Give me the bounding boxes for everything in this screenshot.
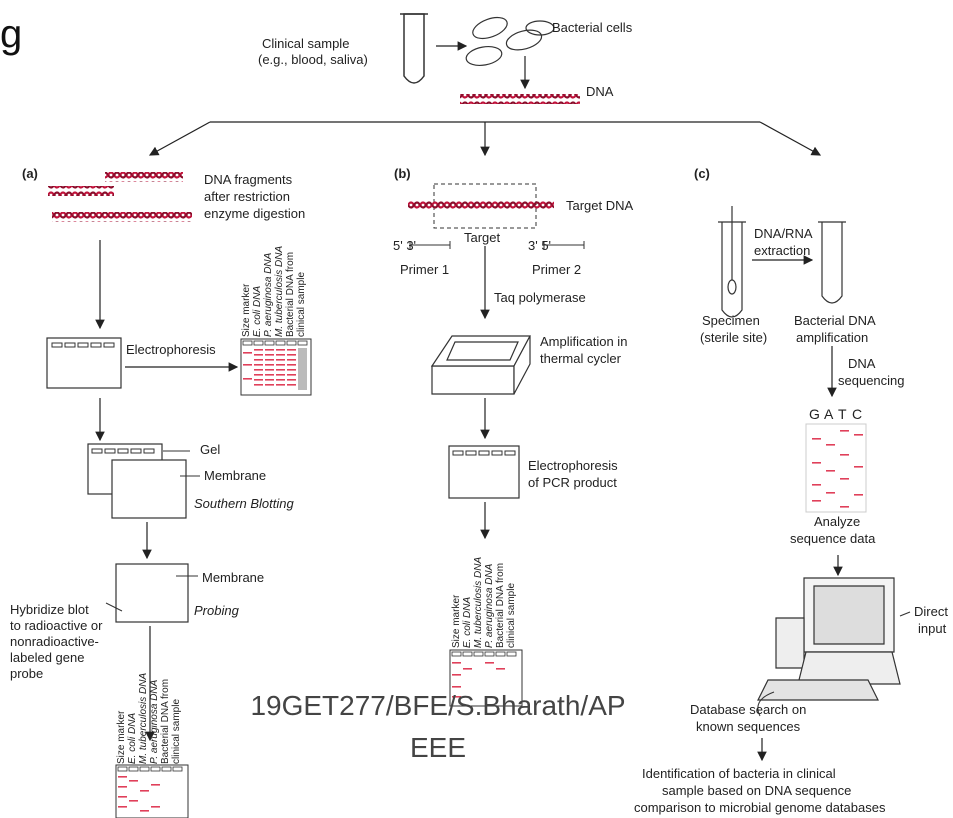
identification-line-2: sample based on DNA sequence [662,783,852,798]
lane-label: E. coli DNA [252,285,263,337]
electrophoresis-label: Electrophoresis [126,342,216,357]
southern-blotting-label: Southern Blotting [194,496,294,511]
base-t: T [838,406,847,422]
lane-label: M. tuberculosis DNA [274,245,285,337]
pcr-electrophoresis-line-2: of PCR product [528,475,617,490]
lane-label: clinical sample [506,582,517,648]
base-a: A [824,406,834,422]
extraction-line-1: DNA/RNA [754,226,813,241]
specimen-tube-icon [718,206,746,318]
lane-label: M. tuberculosis DNA [138,672,149,764]
gel-result-bottom [115,764,189,818]
identification-line-1: Identification of bacteria in clinical [642,766,836,781]
membrane-label: Membrane [204,468,267,483]
computer-icon [757,577,911,701]
primer1-ends: 5' 3' [393,238,417,253]
sequencing-gel [805,423,867,513]
lane-label: Size marker [241,283,252,337]
pcr-gel-result [449,649,523,707]
lane-label: Bacterial DNA from [160,678,171,764]
membrane2-label: Membrane [202,570,265,585]
specimen-line-2: (sterile site) [700,330,768,345]
sequencing-line-1: DNA [848,356,876,371]
hybridize-line-2: to radioactive or [10,618,103,633]
pcr-electrophoresis-line-1: Electrophoresis [528,458,618,473]
panel-b-label: (b) [394,166,411,181]
hybridize-line-3: nonradioactive- [10,634,99,649]
taq-label: Taq polymerase [494,290,586,305]
dna-label: DNA [586,84,614,99]
target-dna-label: Target DNA [566,198,634,213]
database-line-2: known sequences [696,719,801,734]
dna-helix-icon [460,94,580,104]
fragments-line-3: enzyme digestion [204,206,306,221]
panel-c-label: (c) [694,166,710,181]
bacterial-cells-label: Bacterial cells [552,20,633,35]
test-tube-icon [400,13,428,84]
primer1-label: Primer 1 [400,262,450,277]
base-g: G [809,406,820,422]
gel-box-icon [46,337,122,389]
lane-label: Bacterial DNA from [495,562,506,648]
bacterial-amp-line-1: Bacterial DNA [794,313,876,328]
direct-line-2: input [918,621,947,636]
fragments-line-1: DNA fragments [204,172,293,187]
base-c: C [852,406,863,422]
target-dna-helix-icon [408,200,554,210]
watermark-line-1: 19GET277/BFE/S.Bharath/AP [250,690,626,721]
watermark-line-2: EEE [409,732,467,763]
lane-label: E. coli DNA [127,712,138,764]
lane-label: P. aeruginosa DNA [263,252,274,337]
sequencing-line-2: sequencing [838,373,905,388]
lane-label: clinical sample [171,698,182,764]
lane-label: P. aeruginosa DNA [484,563,495,648]
target-label: Target [464,230,501,245]
panel-a-label: (a) [22,166,38,181]
gel-result-top [240,338,312,396]
probing-membrane-icon [105,563,198,623]
probing-label: Probing [194,603,239,618]
specimen-line-1: Specimen [702,313,760,328]
analyze-line-2: sequence data [790,531,876,546]
lane-label: Size marker [451,594,462,648]
primer2-label: Primer 2 [532,262,582,277]
bacterial-cells-icon [465,16,555,66]
partial-title: g [0,12,23,56]
dna-fragment-icon [52,212,192,222]
gel-label: Gel [200,442,221,457]
bacterial-amp-line-2: amplification [796,330,869,345]
clinical-sample-label: Clinical sample [262,36,350,51]
direct-line-1: Direct [914,604,948,619]
lane-label: Bacterial DNA from [285,251,296,337]
lane-label: Size marker [116,710,127,764]
hybridize-line-5: probe [10,666,44,681]
hybridize-line-1: Hybridize blot [10,602,89,617]
identification-line-3: comparison to microbial genome databases [634,800,886,815]
fragments-line-2: after restriction [204,189,290,204]
dna-fragment-icon [105,172,183,182]
thermal-cycler-icon [430,335,531,395]
lane-label: clinical sample [296,271,307,337]
lane-label: E. coli DNA [462,596,473,648]
lane-label: P. aeruginosa DNA [149,679,160,764]
lane-label: M. tuberculosis DNA [473,556,484,648]
amplification-line-1: Amplification in [540,334,628,349]
dna-fragment-icon [48,186,114,196]
database-line-1: Database search on [690,702,807,717]
analyze-line-1: Analyze [814,514,861,529]
bacterial-tube-icon [818,221,846,304]
gel-membrane-icon [87,443,200,519]
hybridize-line-4: labeled gene [10,650,85,665]
primer2-ends: 3' 5' [528,238,552,253]
extraction-line-2: extraction [754,243,811,258]
pcr-gel-icon [448,445,520,499]
amplification-line-2: thermal cycler [540,351,621,366]
clinical-sample-sublabel: (e.g., blood, saliva) [258,52,368,67]
